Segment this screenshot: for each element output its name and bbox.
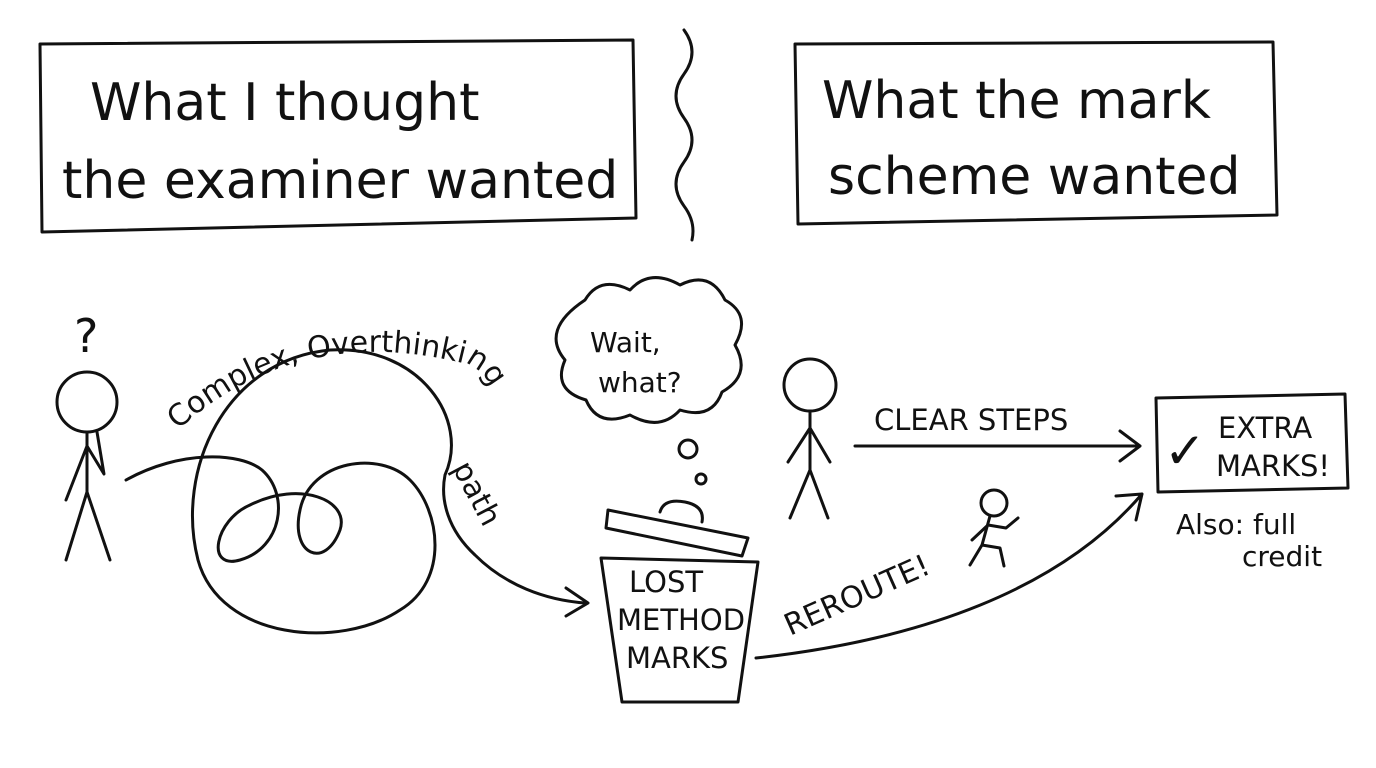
extra-marks-box: ✓ EXTRA MARKS! [1154, 392, 1350, 494]
running-stick-figure [968, 488, 1020, 568]
extra-marks-line-1: EXTRA [1218, 411, 1312, 445]
reroute-arrow [754, 492, 1144, 660]
thought-bubble: Wait, what? [554, 276, 744, 486]
tangled-path-arrowhead [564, 586, 590, 618]
check-mark: ✓ [1164, 422, 1206, 480]
extra-marks-line-2: MARKS! [1216, 449, 1330, 483]
trash-label-line-2: METHOD [617, 603, 745, 637]
thought-line-2: what? [598, 366, 682, 399]
question-mark: ? [74, 309, 98, 363]
calm-stick-figure [782, 357, 838, 520]
right-title-panel: What the mark scheme wanted [793, 40, 1279, 226]
confused-stick-figure [55, 370, 119, 562]
trash-label-line-1: LOST [629, 565, 703, 599]
trash-can: LOST METHOD MARKS [599, 499, 760, 704]
thought-line-1: Wait, [590, 326, 661, 359]
wavy-divider [674, 28, 695, 242]
left-title-line-2: the examiner wanted [62, 151, 618, 211]
clear-steps-label: CLEAR STEPS [874, 403, 1068, 437]
left-title-panel: What I thought the examiner wanted [38, 38, 638, 234]
note-line-2: credit [1242, 540, 1322, 573]
note-line-1: Also: full [1176, 508, 1296, 541]
left-title-line-1: What I thought [90, 73, 480, 133]
path-label-arc: Complex, Overthinking [160, 325, 514, 436]
trash-label-line-3: MARKS [626, 641, 728, 675]
path-label-tail: path [445, 455, 508, 532]
clear-steps-arrow [853, 429, 1142, 463]
right-title-line-1: What the mark [822, 71, 1211, 131]
tangled-path [124, 348, 587, 635]
right-title-line-2: scheme wanted [828, 147, 1241, 207]
